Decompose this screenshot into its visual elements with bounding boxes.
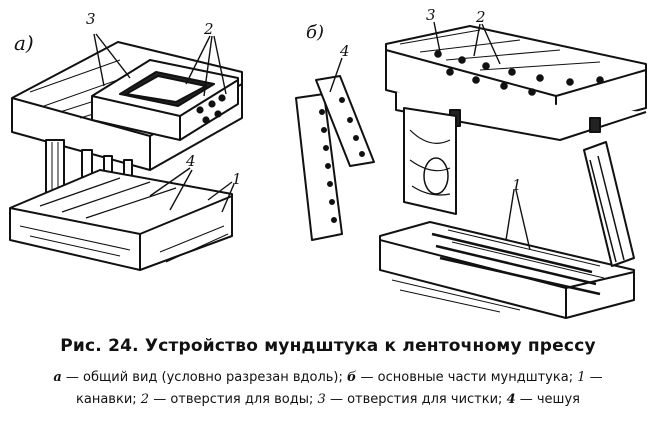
legend-key-4: 4 xyxy=(506,392,516,407)
legend-key-2: 2 xyxy=(140,392,150,407)
legend-text-1b: канавки; xyxy=(76,392,141,407)
callout-4-panel-a: 4 xyxy=(185,152,196,170)
panel-label-a: а) xyxy=(14,31,34,55)
caption-legend-line-2: канавки; 2 — отверстия для воды; 3 — отв… xyxy=(0,392,656,407)
bottom-channel-drawing xyxy=(379,141,635,319)
legend-key-a: а xyxy=(53,370,62,385)
mouthpiece-figure: а) б) 3 2 4 1 4 3 2 1 xyxy=(9,6,647,319)
panel-label-b: б) xyxy=(306,22,324,43)
callout-3-panel-a: 3 xyxy=(86,10,96,28)
callout-3-panel-b: 3 xyxy=(426,6,436,24)
callout-2-panel-b: 2 xyxy=(475,8,486,26)
leader-lines xyxy=(93,21,531,251)
legend-text-3: — отверстия для чистки; xyxy=(325,392,507,407)
assembled-mouthpiece-drawing xyxy=(9,41,243,271)
legend-text-b: — основные части мундштука; xyxy=(356,370,578,385)
caption-title: Рис. 24. Устройство мундштука к ленточно… xyxy=(60,336,596,356)
top-board-drawing xyxy=(385,25,647,215)
legend-key-b: б xyxy=(347,370,357,385)
legend-key-3: 3 xyxy=(317,392,326,407)
legend-text-1: — xyxy=(585,370,603,385)
callout-1-panel-b: 1 xyxy=(512,176,522,194)
callout-1-panel-a: 1 xyxy=(232,170,242,188)
callout-2-panel-a: 2 xyxy=(203,20,214,38)
legend-text-a: — общий вид (условно разрезан вдоль); xyxy=(61,370,348,385)
callout-4-panel-b: 4 xyxy=(339,42,350,60)
scale-plates-drawing xyxy=(295,75,375,241)
legend-key-1: 1 xyxy=(577,370,586,385)
caption-legend-line-1: а — общий вид (условно разрезан вдоль); … xyxy=(0,370,656,385)
legend-text-2: — отверстия для воды; xyxy=(149,392,318,407)
legend-text-4: — чешуя xyxy=(515,392,580,407)
